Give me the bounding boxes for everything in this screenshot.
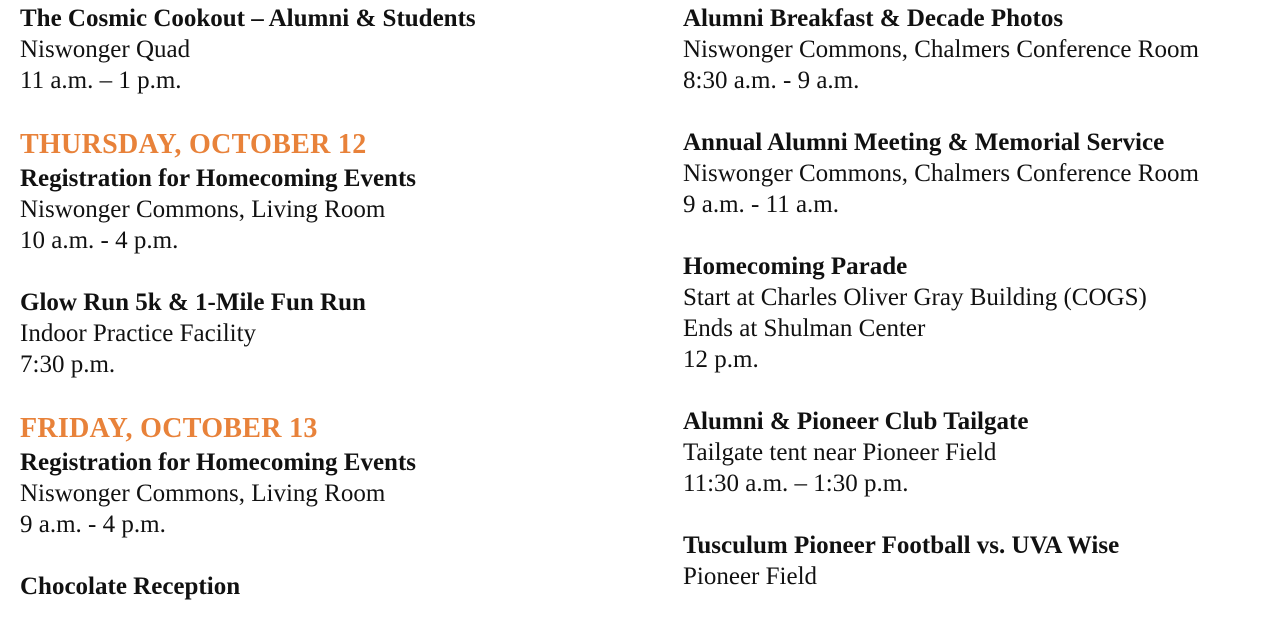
event-time: 10 a.m. - 4 p.m. xyxy=(20,227,179,254)
event-item: Registration for Homecoming Events Niswo… xyxy=(20,447,476,540)
event-title: Alumni & Pioneer Club Tailgate xyxy=(683,408,1029,435)
event-item: Homecoming Parade Start at Charles Olive… xyxy=(683,251,1199,375)
event-title: Tusculum Pioneer Football vs. UVA Wise xyxy=(683,532,1120,559)
event-title: The Cosmic Cookout – Alumni & Students xyxy=(20,5,476,32)
event-item: Alumni Breakfast & Decade Photos Niswong… xyxy=(683,3,1199,96)
event-cosmic-cookout: The Cosmic Cookout – Alumni & Students N… xyxy=(20,3,476,96)
event-location: Niswonger Commons, Living Room xyxy=(20,196,386,223)
day-heading-friday: FRIDAY, OCTOBER 13 xyxy=(20,413,318,444)
event-title: Registration for Homecoming Events xyxy=(20,165,417,192)
event-location: Niswonger Commons, Living Room xyxy=(20,480,386,507)
event-time: 11 a.m. – 1 p.m. xyxy=(20,67,182,94)
event-item: Annual Alumni Meeting & Memorial Service… xyxy=(683,127,1199,220)
event-location: Niswonger Commons, Chalmers Conference R… xyxy=(683,160,1199,187)
day-heading-thursday: THURSDAY, OCTOBER 12 xyxy=(20,129,367,160)
event-location: Niswonger Quad xyxy=(20,36,191,63)
event-item: Alumni & Pioneer Club Tailgate Tailgate … xyxy=(683,406,1199,499)
event-title: Chocolate Reception xyxy=(20,573,241,600)
event-time: 9 a.m. - 4 p.m. xyxy=(20,511,166,538)
event-title: Homecoming Parade xyxy=(683,253,908,280)
event-item: Glow Run 5k & 1-Mile Fun Run Indoor Prac… xyxy=(20,287,476,380)
event-item: Tusculum Pioneer Football vs. UVA Wise P… xyxy=(683,530,1199,592)
event-title: Glow Run 5k & 1-Mile Fun Run xyxy=(20,289,366,316)
event-time: 12 p.m. xyxy=(683,346,759,373)
event-time: 7:30 p.m. xyxy=(20,351,116,378)
event-time: 8:30 a.m. - 9 a.m. xyxy=(683,67,860,94)
event-title: Annual Alumni Meeting & Memorial Service xyxy=(683,129,1165,156)
event-title: Alumni Breakfast & Decade Photos xyxy=(683,5,1064,32)
event-time: 9 a.m. - 11 a.m. xyxy=(683,191,839,218)
event-item: Registration for Homecoming Events Niswo… xyxy=(20,163,476,256)
event-item: Chocolate Reception xyxy=(20,571,476,602)
event-location: Start at Charles Oliver Gray Building (C… xyxy=(683,284,1147,311)
right-column: Alumni Breakfast & Decade Photos Niswong… xyxy=(683,3,1199,623)
event-location: Niswonger Commons, Chalmers Conference R… xyxy=(683,36,1199,63)
event-location-end: Ends at Shulman Center xyxy=(683,315,926,342)
left-column: The Cosmic Cookout – Alumni & Students N… xyxy=(20,3,476,633)
event-location: Pioneer Field xyxy=(683,563,818,590)
event-title: Registration for Homecoming Events xyxy=(20,449,417,476)
event-time: 11:30 a.m. – 1:30 p.m. xyxy=(683,470,909,497)
event-location: Indoor Practice Facility xyxy=(20,320,257,347)
event-location: Tailgate tent near Pioneer Field xyxy=(683,439,997,466)
